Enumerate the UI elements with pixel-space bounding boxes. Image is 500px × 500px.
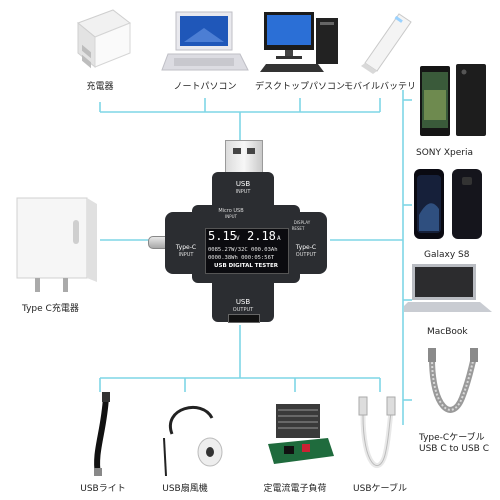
galaxy-label: Galaxy S8 (424, 250, 470, 260)
laptop-image (161, 11, 249, 71)
usb-cable-image (358, 396, 396, 469)
load-label: 定電流電子負荷 (263, 484, 327, 494)
galaxy-phone-image (414, 169, 482, 239)
typec-cable-image (428, 348, 478, 413)
powerbank-image (361, 13, 412, 74)
powerbank-label: モバイルバッテリ (343, 82, 417, 92)
usb-fan-label: USB扇風機 (162, 484, 208, 494)
charger-image (77, 9, 132, 69)
typec-charger-label: Type C充電器 (22, 304, 79, 314)
laptop-label: ノートパソコン (173, 82, 237, 92)
usb-light-image (94, 392, 110, 476)
sony-phone-image (420, 64, 486, 136)
charger-label: 充電器 (86, 82, 114, 92)
electronic-load-image (268, 404, 334, 464)
typec-charger-image (16, 197, 97, 292)
usb-cable-label: USBケーブル (353, 484, 407, 494)
macbook-image (404, 264, 492, 312)
cable-cc-sublabel: USB C to USB C (419, 444, 489, 454)
macbook-label: MacBook (427, 327, 468, 337)
sony-label: SONY Xperia (416, 148, 474, 158)
desktop-label: デスクトップパソコン (254, 82, 346, 92)
cable-cc-label: Type-Cケーブル (419, 433, 485, 443)
usb-fan-image (163, 406, 223, 477)
desktop-image (260, 12, 338, 72)
usb-light-label: USBライト (80, 484, 126, 494)
